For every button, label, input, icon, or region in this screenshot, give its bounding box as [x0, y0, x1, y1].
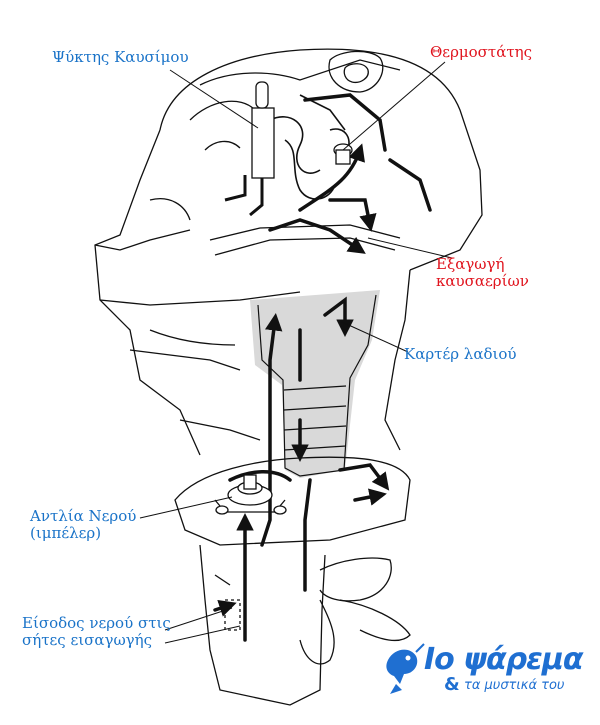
water-pump-label-line2: (ιμπέλερ)	[30, 524, 102, 542]
fuel-cooler-label: Ψύκτης Καυσίμου	[52, 48, 189, 66]
cooling-water-flow	[213, 93, 432, 642]
logo-title: Ιο ψάρεμα	[424, 642, 584, 677]
water-intake-label-line2: σήτες εισαγωγής	[22, 631, 153, 649]
lower-unit-outline	[174, 456, 411, 706]
site-logo: Ιο ψάρεμα & τα μυστικά του	[380, 640, 585, 700]
water-pump-label: Αντλία Νερού (ιμπέλερ)	[30, 508, 136, 542]
leader-lines	[139, 61, 453, 644]
water-intake-label-line1: Είσοδος νερού στις	[22, 614, 171, 632]
water-pump-part	[214, 474, 287, 515]
engine-outline	[94, 48, 483, 456]
logo-ampersand: &	[444, 674, 460, 695]
water-pump-label-line1: Αντλία Νερού	[30, 507, 137, 525]
logo-subtitle: τα μυστικά του	[464, 678, 565, 693]
fish-icon	[386, 643, 425, 694]
exhaust-label: Εξαγωγή καυσαερίων	[436, 256, 529, 290]
thermostat-part	[333, 143, 353, 165]
exhaust-label-line1: Εξαγωγή	[436, 255, 505, 273]
water-intake-label: Είσοδος νερού στις σήτες εισαγωγής	[22, 615, 171, 649]
thermostat-label: Θερμοστάτης	[430, 43, 533, 61]
fuel-cooler-part	[224, 81, 275, 217]
oil-pan-label: Καρτέρ λαδιού	[404, 345, 517, 363]
exhaust-label-line2: καυσαερίων	[436, 272, 529, 290]
oil-pan-area	[250, 290, 380, 478]
